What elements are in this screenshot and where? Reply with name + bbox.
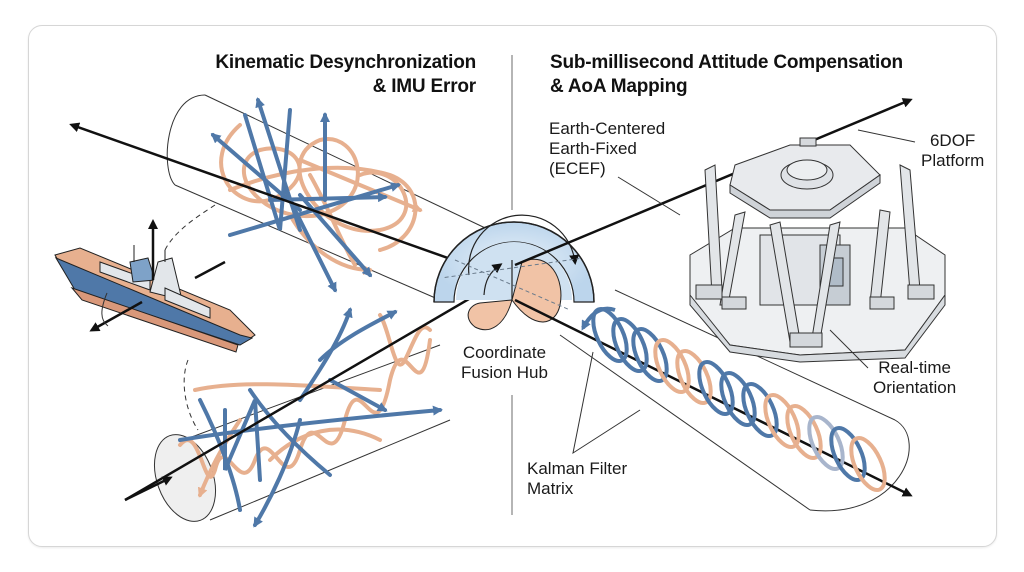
helical-filtered-signal	[581, 306, 887, 492]
left-panel-title: Kinematic Desynchronization & IMU Error	[156, 51, 476, 99]
coordinate-fusion-hub-icon	[433, 214, 595, 331]
ecef-label: Earth-Centered Earth-Fixed (ECEF)	[549, 119, 665, 179]
leader-6dof	[857, 129, 916, 143]
leader-realtime	[829, 329, 869, 369]
kalman-label-line2: Matrix	[527, 479, 574, 498]
hub-label-line1: Coordinate	[462, 343, 547, 362]
kalman-label-line1: Kalman Filter	[527, 459, 628, 478]
right-panel-title: Sub-millisecond Attitude Compensation & …	[550, 51, 980, 99]
kalman-filter-label: Kalman Filter Matrix	[527, 459, 627, 499]
chaotic-signals-lower	[178, 313, 432, 498]
platform-label: 6DOF Platform	[921, 131, 984, 171]
realtime-label-line1: Real-time	[878, 358, 951, 377]
ecef-label-line1: Earth-Centered	[549, 119, 666, 138]
hub-label-line2: Fusion Hub	[461, 363, 548, 382]
realtime-label-line2: Orientation	[873, 378, 957, 397]
left-title-line1: Kinematic Desynchronization	[215, 52, 476, 73]
hexapod-6dof-platform-icon	[689, 137, 946, 363]
platform-label-line1: 6DOF	[929, 131, 976, 150]
axis-upper-left	[69, 122, 463, 265]
platform-label-line2: Platform	[921, 151, 985, 170]
panel-divider	[511, 55, 513, 210]
upper-left-cylinder	[166, 94, 501, 301]
axis-lower-left	[124, 273, 511, 502]
dashed-connector-upper	[164, 204, 216, 251]
ecef-label-line2: Earth-Fixed	[549, 139, 637, 158]
realtime-orientation-label: Real-time Orientation	[873, 358, 956, 398]
dashed-connector-lower	[183, 359, 199, 431]
fusion-hub-label: Coordinate Fusion Hub	[461, 343, 548, 383]
panel-divider-lower	[511, 395, 513, 515]
leader-ecef	[617, 176, 681, 216]
ecef-label-line3: (ECEF)	[549, 159, 606, 178]
naval-ship-icon	[54, 219, 256, 353]
leader-kalman	[572, 351, 641, 455]
chaotic-arrows-lower	[178, 307, 443, 528]
left-title-line2: & IMU Error	[372, 76, 477, 97]
right-title-line2: & AoA Mapping	[550, 76, 688, 97]
right-title-line1: Sub-millisecond Attitude Compensation	[550, 52, 903, 73]
